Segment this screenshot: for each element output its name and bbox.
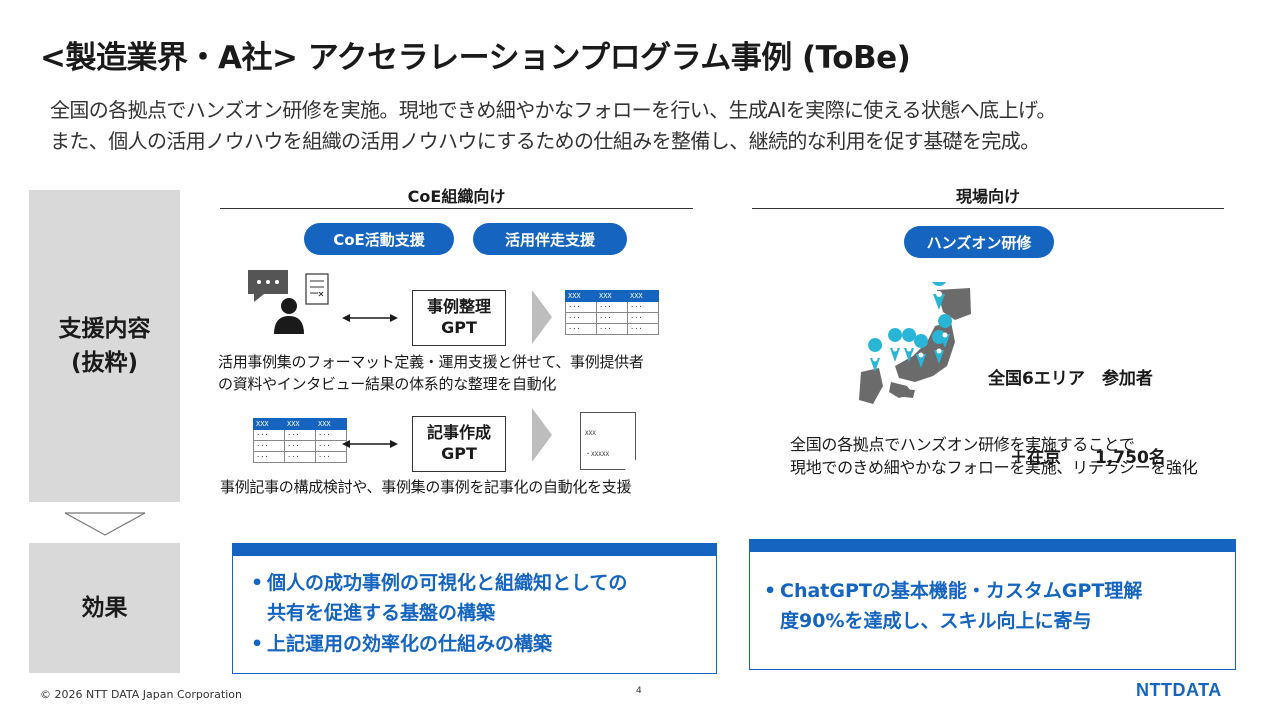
field-desc-line2: 現地でのきめ細やかなフォローを実施、リテラシーを強化: [790, 458, 1198, 478]
pill-adoption-support: 活用伴走支援: [473, 223, 627, 255]
coe-effect-item-1-line2: 共有を促進する基盤の構築: [267, 602, 496, 625]
table-header-cell: XXX: [284, 418, 316, 430]
copyright-text: © 2026 NTT DATA Japan Corporation: [40, 688, 242, 701]
effect-label-box: 効果: [29, 543, 180, 673]
case-organize-desc-line1: 活用事例集のフォーマット定義・運用支援と併せて、事例提供者: [218, 353, 644, 371]
page-number: 4: [636, 686, 642, 696]
output-table-icon: XXX XXX XXX ········· ········· ········…: [565, 290, 659, 335]
field-effect-line1: ChatGPTの基本機能・カスタムGPT理解: [780, 580, 1143, 602]
stats-line1: 全国6エリア 参加者: [988, 368, 1153, 389]
table-header-cell: XXX: [627, 290, 659, 302]
field-effect-card: • ChatGPTの基本機能・カスタムGPT理解 度90%を達成し、スキル向上に…: [749, 539, 1236, 670]
case-organize-desc-line2: の資料やインタビュー結果の体系的な整理を自動化: [218, 374, 557, 393]
subtitle-line-1: 全国の各拠点でハンズオン研修を実施。現地できめ細やかなフォローを行い、生成AIを…: [50, 98, 1056, 122]
bidirectional-arrow-icon: [342, 314, 398, 322]
table-header-cell: XXX: [315, 418, 347, 430]
japan-map-icon: [859, 282, 971, 404]
card-accent-bar: [750, 540, 1235, 552]
table-header-cell: XXX: [253, 418, 285, 430]
stats-line2: ＋在京 1,750名: [1010, 447, 1166, 468]
coe-heading-underline: [220, 208, 693, 209]
down-arrow-icon: [64, 512, 146, 536]
chevron-right-icon: [532, 408, 552, 462]
ntt-data-logo: NTTDATA: [1136, 680, 1222, 700]
participants-stats: 全国6エリア 参加者 ＋在京 1,750名: [988, 313, 1166, 497]
case-organize-gpt-line2: GPT: [441, 318, 477, 337]
pill-coe-activity: CoE活動支援: [304, 223, 454, 255]
interview-person-icon: [248, 270, 329, 334]
doc-line: ・YYYYY: [585, 535, 610, 542]
card-accent-bar: [233, 544, 716, 556]
coe-effect-item-1: • 個人の成功事例の可視化と組織知としての 共有を促進する基盤の構築: [251, 568, 698, 629]
coe-effect-item-2-line1: 上記運用の効率化の仕組みの構築: [267, 632, 553, 655]
coe-heading: CoE組織向け: [407, 187, 506, 206]
field-desc-line1: 全国の各拠点でハンズオン研修を実施することで: [790, 435, 1135, 454]
support-label-line2: (抜粋): [70, 350, 139, 376]
field-description: 全国の各拠点でハンズオン研修を実施することで 現地でのきめ細やかなフォローを実施…: [790, 433, 1198, 479]
subtitle-line-2: また、個人の活用ノウハウを組織の活用ノウハウにするための仕組みを整備し、継続的な…: [50, 129, 1040, 153]
article-create-description: 事例記事の構成検討や、事例集の事例を記事化の自動化を支援: [220, 478, 632, 496]
coe-effect-item-2: • 上記運用の効率化の仕組みの構築: [251, 629, 698, 659]
article-create-gpt-box: 記事作成 GPT: [412, 416, 506, 472]
field-heading: 現場向け: [955, 187, 1020, 206]
doc-line: ・XXXXX: [585, 451, 610, 458]
pill-hands-on-training: ハンズオン研修: [904, 226, 1054, 258]
support-label-line1: 支援内容: [58, 315, 151, 342]
field-effect-line2: 度90%を達成し、スキル向上に寄与: [780, 610, 1092, 633]
case-organize-description: 活用事例集のフォーマット定義・運用支援と併せて、事例提供者 の資料やインタビュー…: [218, 352, 644, 396]
support-label-box: 支援内容 (抜粋): [29, 190, 180, 502]
case-organize-gpt-line1: 事例整理: [426, 297, 491, 317]
page-title: <製造業界・A社> アクセラレーションプログラム事例 (ToBe): [40, 40, 911, 76]
case-organize-gpt-box: 事例整理 GPT: [412, 290, 506, 346]
field-heading-underline: [752, 208, 1224, 209]
bidirectional-arrow-icon: [342, 440, 398, 448]
article-create-gpt-line1: 記事作成: [426, 423, 491, 443]
article-create-gpt-line2: GPT: [441, 444, 477, 463]
doc-line: XXX: [585, 430, 596, 437]
coe-effect-card: • 個人の成功事例の可視化と組織知としての 共有を促進する基盤の構築 • 上記運…: [232, 543, 717, 674]
coe-effect-item-1-line1: 個人の成功事例の可視化と組織知としての: [267, 572, 628, 594]
input-table-icon: XXX XXX XXX ········· ········· ········…: [253, 418, 347, 463]
effect-label: 効果: [81, 594, 128, 621]
doc-line: ・YYYYY: [585, 514, 610, 521]
table-header-cell: XXX: [565, 290, 597, 302]
table-header-cell: XXX: [596, 290, 628, 302]
chevron-right-icon: [532, 290, 552, 344]
article-document-icon: XXX ・XXXXX ・XXXXX YYY ・YYYYY ・YYYYY: [580, 412, 636, 470]
field-effect-item: • ChatGPTの基本機能・カスタムGPT理解 度90%を達成し、スキル向上に…: [764, 576, 1223, 637]
